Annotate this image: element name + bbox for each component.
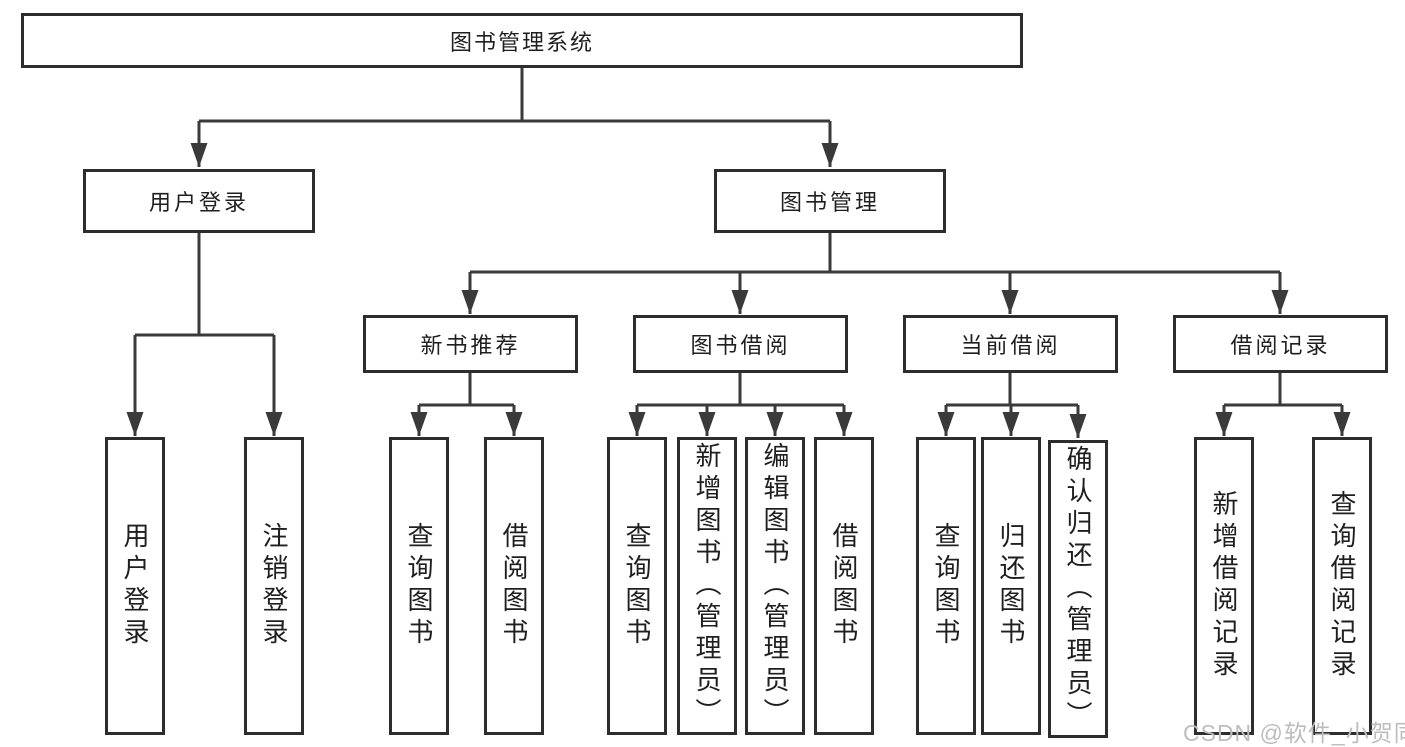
node-current-borrowing: 当前借阅 [903,315,1118,373]
leaf-nb-borrow-books-label: 借阅图书 [499,522,529,650]
node-book-management-branch: 图书管理 [714,169,946,233]
leaf-bb-add-books-admin-label: 新增图书（管理员） [692,442,722,730]
leaf-cb-confirm-return-admin-label: 确认归还（管理员） [1063,445,1093,733]
node-book-borrowing: 图书借阅 [633,315,848,373]
leaf-bb-borrow-books: 借阅图书 [814,437,874,735]
node-root-system-label: 图书管理系统 [449,29,594,55]
leaf-cb-confirm-return-admin: 确认归还（管理员） [1048,440,1108,738]
node-new-book-recommend: 新书推荐 [363,315,578,373]
leaf-cb-return-books-label: 归还图书 [996,522,1026,650]
leaf-bb-add-books-admin: 新增图书（管理员） [677,437,737,735]
leaf-cb-query-books: 查询图书 [916,437,976,735]
leaf-logout-label: 注销登录 [259,522,289,650]
leaf-cb-return-books: 归还图书 [981,437,1041,735]
node-user-login-branch: 用户登录 [83,169,315,233]
node-new-book-recommend-label: 新书推荐 [420,333,521,358]
leaf-br-add-record-label: 新增借阅记录 [1209,490,1239,682]
csdn-watermark: CSDN @软件_小贺同学 [1183,720,1405,746]
node-root-system: 图书管理系统 [21,13,1023,68]
node-current-borrowing-label: 当前借阅 [960,333,1061,358]
leaf-br-query-record-label: 查询借阅记录 [1327,490,1357,682]
leaf-bb-edit-books-admin-label: 编辑图书（管理员） [760,442,790,730]
node-borrowing-records-label: 借阅记录 [1230,333,1331,358]
leaf-br-query-record: 查询借阅记录 [1312,437,1372,735]
leaf-br-add-record: 新增借阅记录 [1194,437,1254,735]
leaf-nb-query-books: 查询图书 [389,437,449,735]
node-user-login-branch-label: 用户登录 [148,190,249,215]
node-borrowing-records: 借阅记录 [1173,315,1388,373]
leaf-bb-query-books-label: 查询图书 [622,522,652,650]
leaf-bb-borrow-books-label: 借阅图书 [829,522,859,650]
leaf-logout: 注销登录 [244,437,304,735]
leaf-nb-borrow-books: 借阅图书 [484,437,544,735]
leaf-nb-query-books-label: 查询图书 [404,522,434,650]
leaf-user-login: 用户登录 [105,437,165,735]
node-book-borrowing-label: 图书借阅 [690,333,791,358]
leaf-user-login-label: 用户登录 [120,522,150,650]
leaf-cb-query-books-label: 查询图书 [931,522,961,650]
leaf-bb-query-books: 查询图书 [607,437,667,735]
node-book-management-branch-label: 图书管理 [779,190,880,215]
leaf-bb-edit-books-admin: 编辑图书（管理员） [745,437,805,735]
